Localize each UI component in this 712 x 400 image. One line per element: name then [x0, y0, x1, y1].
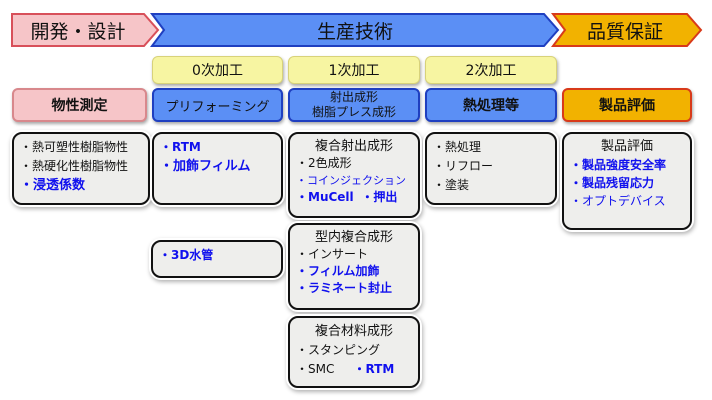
- box-title: 複合材料成形: [314, 324, 393, 339]
- list-item: ・3D水管: [159, 248, 214, 262]
- list-item: ・インサート: [296, 247, 369, 261]
- list-item: ・フィルム加飾: [296, 264, 380, 278]
- category-heat: 熱処理等: [425, 88, 557, 122]
- category-molding: 射出成形 樹脂プレス成形: [288, 88, 420, 122]
- list-item: ・製品残留応力: [570, 176, 655, 190]
- box-preform: ・RTM ・加飾フィルム: [152, 132, 283, 205]
- list-item: ・リフロー: [433, 159, 494, 173]
- list-item: ・RTM: [160, 140, 201, 154]
- box-composite-injection: 複合射出成形 ・2色成形 ・コインジェクション ・MuCell ・押出: [288, 132, 420, 218]
- stage-1: 1次加工: [288, 56, 420, 84]
- box-props: ・熱可塑性樹脂物性 ・熱硬化性樹脂物性 ・浸透係数: [12, 132, 150, 205]
- list-item: ・熱硬化性樹脂物性: [20, 159, 129, 173]
- list-item: ・スタンピング: [296, 343, 381, 357]
- box-title: 製品評価: [600, 139, 653, 154]
- box-water: ・3D水管: [151, 240, 283, 278]
- phase-design: 開発・設計: [10, 12, 160, 48]
- phase-production-label: 生産技術: [316, 20, 393, 43]
- list-item: ・加飾フィルム: [160, 159, 251, 174]
- box-title: 複合射出成形: [314, 139, 393, 154]
- list-item: ・コインジェクション: [296, 174, 406, 187]
- list-item: ・熱処理: [433, 140, 482, 154]
- list-item: ・MuCell: [296, 190, 354, 204]
- box-heat: ・熱処理 ・リフロー ・塗装: [425, 132, 557, 205]
- category-preform: プリフォーミング: [152, 88, 283, 122]
- list-item: ・オプトデバイス: [570, 194, 666, 208]
- list-item: ・RTM: [353, 362, 395, 376]
- list-item: ・押出: [361, 190, 398, 204]
- arrow-shape-icon: [551, 13, 703, 47]
- stage-0: 0次加工: [152, 56, 283, 84]
- category-molding-line1: 射出成形: [329, 90, 378, 104]
- arrow-shape-icon: [150, 13, 560, 47]
- box-in-mold: 型内複合成形 ・インサート ・フィルム加飾 ・ラミネート封止: [288, 223, 420, 310]
- list-item: ・浸透係数: [20, 178, 86, 193]
- arrow-shape-icon: [11, 13, 160, 47]
- category-props: 物性測定: [12, 88, 147, 122]
- list-item: ・SMC: [296, 362, 335, 376]
- phase-qa: 品質保証: [551, 12, 703, 48]
- phase-qa-label: 品質保証: [586, 20, 663, 43]
- list-item: ・2色成形: [296, 156, 352, 170]
- box-composite-material: 複合材料成形 ・スタンピング ・SMC ・RTM: [288, 316, 420, 388]
- box-title: 型内複合成形: [314, 230, 393, 245]
- box-eval: 製品評価 ・製品強度安全率 ・製品残留応力 ・オプトデバイス: [562, 132, 692, 230]
- phase-production: 生産技術: [150, 12, 560, 48]
- list-item: ・製品強度安全率: [570, 158, 667, 172]
- category-eval: 製品評価: [562, 88, 692, 122]
- list-item: ・ラミネート封止: [296, 281, 393, 295]
- list-item: ・塗装: [433, 178, 470, 192]
- stage-2: 2次加工: [425, 56, 557, 84]
- phase-design-label: 開発・設計: [30, 20, 126, 43]
- list-item: ・熱可塑性樹脂物性: [20, 140, 129, 154]
- category-molding-line2: 樹脂プレス成形: [311, 105, 396, 119]
